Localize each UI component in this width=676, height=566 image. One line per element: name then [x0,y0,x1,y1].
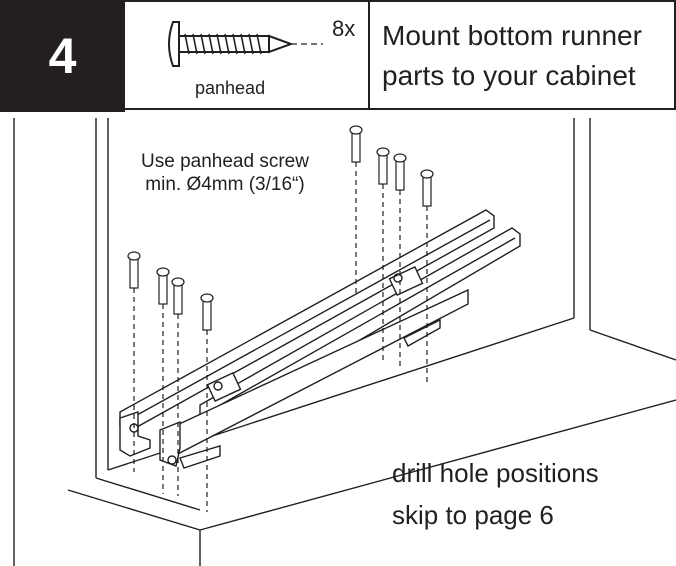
note-line-2: min. Ø4mm (3/16“) [145,174,305,195]
screw-icon-1 [349,125,363,295]
note-line-1: Use panhead screw [141,151,309,172]
screw-type-label: panhead [195,78,266,98]
runner-lower-front [119,411,151,457]
screw-icon-8 [200,293,214,512]
panhead-screw-icon [168,21,323,67]
screw-note: Use panhead screw min. Ø4mm (3/16“) [120,150,330,196]
screw-icon-7 [171,277,185,496]
step-header: 4 8x panhead Mount bottom runner parts t… [0,0,676,112]
title-line-2: parts to your cabinet [382,60,636,91]
step-title: Mount bottom runner parts to your cabine… [370,0,676,110]
cabinet-left-wall [95,118,109,478]
cabinet-right-wall [573,118,591,330]
screw-icon-5 [127,251,141,472]
cabinet-bottom-panel [67,317,676,566]
screw-quantity: 8x [332,16,356,41]
screw-icon-6 [156,267,170,494]
drill-note: drill hole positions skip to page 6 [392,452,599,536]
screw-icon-3 [393,153,407,370]
drill-line-1: drill hole positions [392,458,599,488]
step-number: 4 [0,0,125,112]
title-line-1: Mount bottom runner [382,20,642,51]
screw-icon-2 [376,147,390,360]
hardware-cell: 8x panhead [125,0,370,110]
drill-line-2: skip to page 6 [392,500,554,530]
cabinet-illustration [13,118,676,566]
screw-icon-4 [420,169,434,384]
